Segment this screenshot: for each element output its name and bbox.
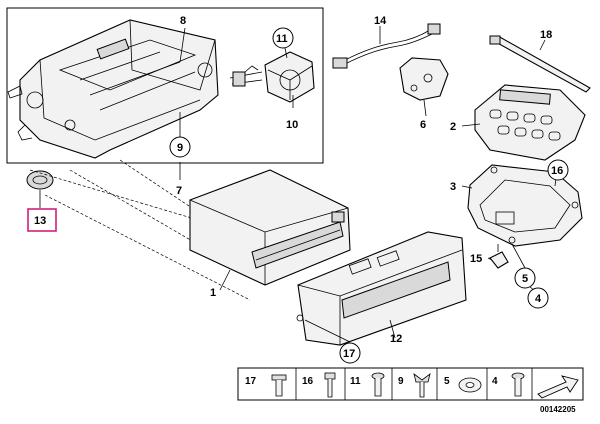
hardware-label-17: 17 — [245, 376, 257, 387]
bracket-6-drawing — [399, 57, 449, 101]
callout-11: 11 — [276, 33, 288, 45]
callout-7: 7 — [176, 185, 182, 197]
callout-5: 5 — [522, 273, 528, 285]
alignment-line — [29, 169, 206, 223]
grommet-13-drawing — [26, 170, 54, 190]
callout-9: 9 — [177, 142, 183, 154]
callout-circle-4 — [527, 287, 549, 309]
callout-1: 1 — [210, 287, 216, 299]
bolt-icon — [324, 372, 336, 398]
callout-6: 6 — [420, 119, 426, 131]
alignment-line — [44, 194, 251, 301]
callout-2: 2 — [450, 121, 456, 133]
screw-icon — [511, 372, 525, 397]
callout-circle-17 — [339, 342, 361, 364]
callout-circle-5 — [514, 267, 536, 289]
hardware-label-9: 9 — [398, 376, 404, 387]
callout-18: 18 — [540, 29, 552, 41]
callout-14: 14 — [374, 15, 387, 27]
callout-3: 3 — [450, 181, 456, 193]
callout-circle-11 — [272, 27, 294, 49]
callout-circle-16 — [547, 159, 569, 181]
callout-12: 12 — [390, 333, 402, 345]
wing-screw-icon — [413, 373, 431, 398]
arrow-icon — [537, 375, 579, 399]
callout-4: 4 — [535, 293, 542, 305]
knob-15-drawing — [489, 244, 509, 269]
callout-17: 17 — [343, 348, 355, 360]
module-10-drawing — [229, 51, 315, 103]
hardware-strip: 17 16 11 9 5 4 — [237, 367, 584, 401]
callout-13: 13 — [34, 215, 46, 227]
callout-circle-9 — [169, 136, 191, 158]
hardware-label-16: 16 — [302, 376, 314, 387]
screw-icon — [371, 372, 385, 397]
hardware-label-5: 5 — [444, 376, 450, 387]
screw-icon — [271, 374, 287, 397]
keypad-2-drawing — [474, 84, 586, 161]
head-unit-1-drawing — [189, 169, 351, 286]
cable-14-drawing — [332, 23, 441, 69]
assembly-frame — [6, 7, 324, 164]
callout-15: 15 — [470, 253, 482, 265]
callout-10: 10 — [286, 119, 298, 131]
faceplate-12-drawing — [296, 231, 467, 346]
hardware-label-4: 4 — [492, 376, 498, 387]
cd-mechanism-drawing — [7, 19, 219, 159]
diagram-code: 00142205 — [540, 405, 576, 414]
callout-16: 16 — [551, 165, 563, 177]
washer-icon — [458, 377, 482, 393]
callout-8: 8 — [180, 15, 186, 27]
hardware-label-11: 11 — [350, 376, 361, 387]
cable-tie-18-drawing — [489, 35, 591, 93]
highlight-box-13 — [27, 208, 57, 232]
mounting-plate-3-drawing — [467, 164, 583, 247]
